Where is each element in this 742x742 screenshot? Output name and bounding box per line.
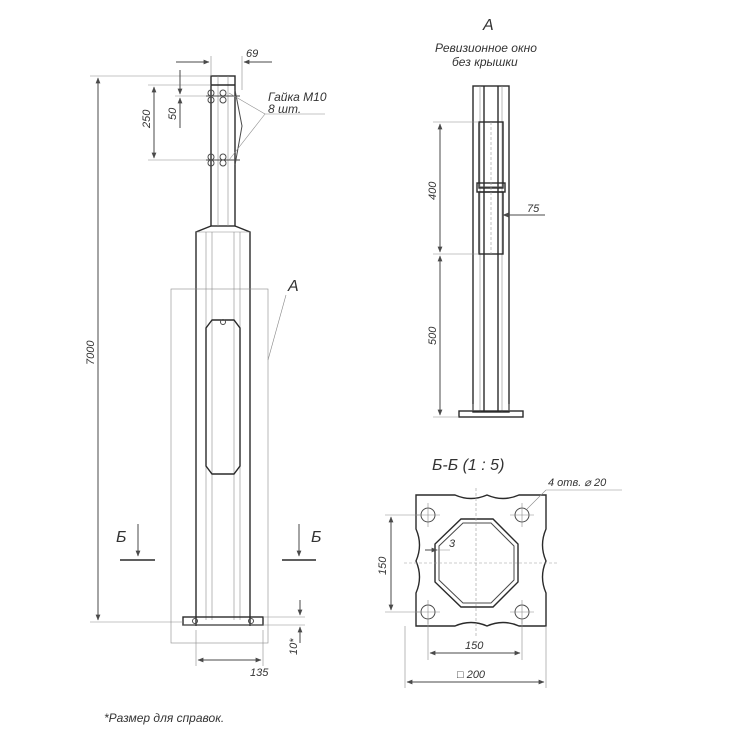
dim-50-label: 50 [167,107,179,120]
view-a-frame [170,288,269,644]
revision-window [205,319,241,475]
dim-135-label: 135 [250,667,269,679]
section-mark-right [282,524,316,561]
pole-octagon-outer [434,518,519,608]
view-a-callout: A [287,278,299,295]
footnote: *Размер для справок. [104,711,224,725]
dim-7000-label: 7000 [85,340,97,365]
dim-3-label: 3 [449,538,456,550]
dim-150-vertical-label: 150 [377,556,389,575]
view-a-subtitle-line2: без крышки [452,55,518,69]
section-mark-left-label: Б [116,529,126,546]
nut-label-line2: 8 шт. [268,102,301,116]
main-pole-view [90,56,325,666]
holes-note: 4 отв. ⌀ 20 [548,477,607,489]
nut-label-line1: Гайка М10 [268,90,327,104]
dim-200-label: □ 200 [457,669,486,681]
dim-69-label: 69 [246,48,258,60]
dim-400-label: 400 [427,181,439,200]
dim-75-label: 75 [527,203,540,215]
section-bb [385,488,622,688]
section-bb-title: Б-Б (1 : 5) [432,457,504,474]
dim-10-label: 10* [288,638,300,655]
dim-500-label: 500 [427,326,439,345]
section-mark-right-label: Б [311,529,321,546]
view-a-title: A [482,17,494,34]
dim-250-label: 250 [141,109,153,129]
pole-octagon-inner [438,522,515,604]
top-tube [206,75,243,227]
view-a-subtitle-line1: Ревизионное окно [435,41,537,55]
section-mark-left [120,524,155,561]
base-plate [182,616,264,626]
dim-150-horizontal-label: 150 [465,640,484,652]
view-a [433,85,545,418]
